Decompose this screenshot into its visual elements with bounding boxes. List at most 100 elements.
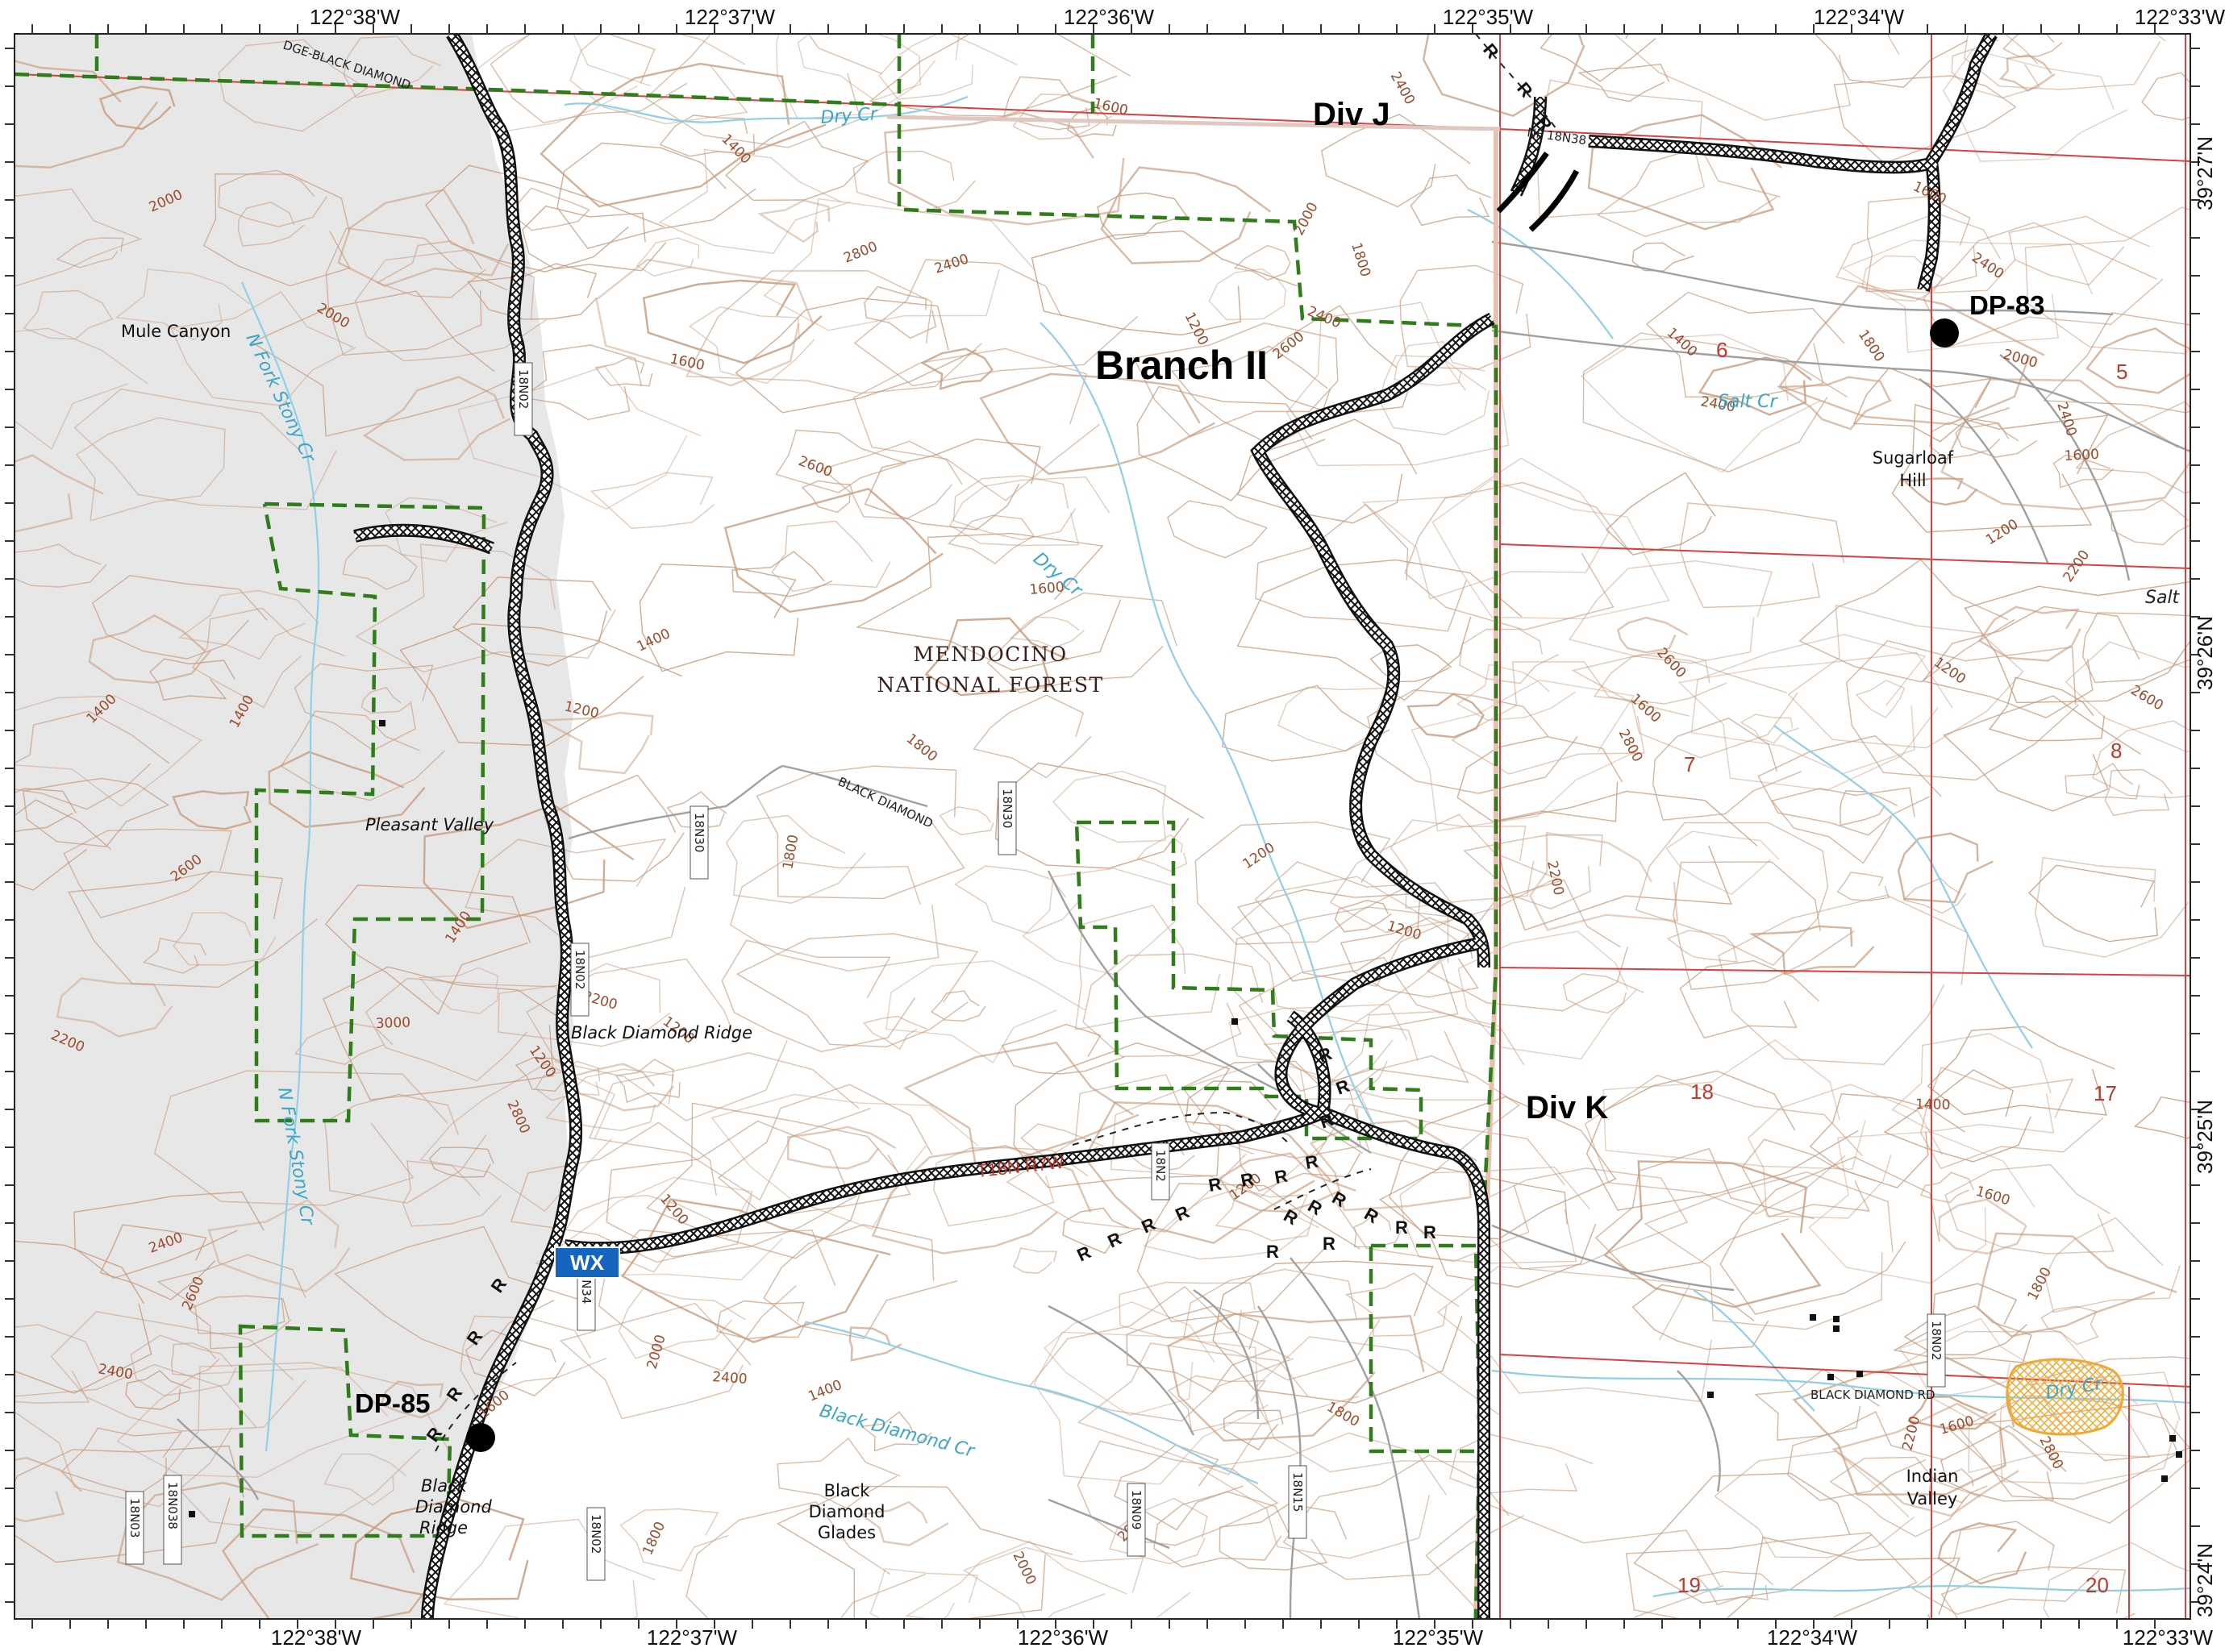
contour-line <box>1740 714 1799 744</box>
contour-line <box>490 34 688 124</box>
contour-line <box>1261 305 1417 415</box>
lon-label: 122°36'W <box>1018 1625 1109 1650</box>
svg-text:R: R <box>1304 1151 1320 1173</box>
structures <box>189 720 2182 1517</box>
lon-label: 122°37'W <box>647 1625 738 1650</box>
drop-point-83[interactable]: DP-83 <box>1930 290 2045 347</box>
contour-line <box>777 1485 1073 1619</box>
contour-line <box>1361 457 1610 600</box>
contour-line <box>325 227 508 356</box>
weather-station-marker[interactable]: WX <box>554 1246 620 1279</box>
division-label-k: Div K <box>1526 1090 1608 1126</box>
contour-line <box>2043 1542 2190 1619</box>
contour-line <box>1841 239 2093 353</box>
label-line: Hill <box>1899 471 1926 490</box>
contour-line <box>725 120 869 202</box>
contour-line <box>619 1508 729 1572</box>
contour-line <box>99 1224 216 1300</box>
place-label-black-diamond-ridge: Black Diamond Ridge <box>571 1023 752 1042</box>
contour-line <box>15 799 112 891</box>
contour-line <box>15 1240 152 1394</box>
wx-box[interactable] <box>554 1246 620 1279</box>
road-shield-label: 18N30 <box>692 813 706 852</box>
contour-line <box>864 285 937 339</box>
lat-label: 39°24'N <box>2193 1543 2217 1617</box>
contour-line <box>1033 1331 1269 1485</box>
lon-label: 122°38'W <box>310 5 401 29</box>
contour-line <box>606 1120 857 1258</box>
creek-label: Salt Cr <box>1718 392 1779 412</box>
svg-text:R: R <box>1240 1169 1256 1191</box>
contour-line <box>526 958 788 1121</box>
contour-line <box>178 589 319 660</box>
contour-line <box>15 543 107 588</box>
contour-line <box>905 1541 1127 1619</box>
contour-line <box>1136 834 1188 872</box>
contour-line <box>863 1015 928 1051</box>
contour-line <box>1679 502 1845 609</box>
contour-line <box>324 1093 487 1204</box>
contour-line <box>465 1330 566 1397</box>
contour-line <box>1580 334 1821 473</box>
contour-line <box>73 388 337 510</box>
contour-line <box>349 1497 529 1600</box>
contour-line <box>930 990 986 1022</box>
section-numbers: 6 5 7 8 18 17 19 20 <box>1677 338 2127 1597</box>
contour-line <box>2085 327 2190 394</box>
contour-line <box>1100 166 1272 264</box>
contour-line <box>1212 1260 1463 1404</box>
contour-line <box>2043 312 2190 414</box>
contour-line <box>1940 378 2190 510</box>
section-number: 17 <box>2094 1081 2117 1105</box>
contour-line <box>1944 1163 2115 1255</box>
lat-label: 39°25'N <box>2193 1100 2217 1174</box>
contour-line <box>1167 1313 1425 1442</box>
contour-line <box>1927 1026 2115 1116</box>
contour-line <box>1625 1532 1918 1619</box>
contour-line <box>1951 34 2040 99</box>
contour-line <box>1237 418 1418 524</box>
contour-label: 1400 <box>1915 1096 1951 1113</box>
road-shield-label: 18N038 <box>165 1482 180 1529</box>
contour-line <box>1603 1160 1822 1309</box>
div-j-line <box>886 114 1501 131</box>
contour-line <box>1585 1070 1859 1211</box>
contour-line <box>1999 1371 2181 1484</box>
contour-line <box>1902 877 1966 914</box>
contour-line <box>334 1225 581 1362</box>
contour-line <box>771 520 891 593</box>
contour-line <box>173 912 277 966</box>
contour-line <box>1540 34 1656 82</box>
contour-line <box>1451 661 1690 775</box>
contour-line <box>170 291 356 406</box>
contour-line <box>685 1500 927 1619</box>
contour-line <box>1109 1497 1208 1565</box>
contour-line <box>1114 1444 1244 1531</box>
contour-line <box>869 1567 979 1619</box>
contour-line <box>1255 503 1467 632</box>
svg-text:R: R <box>1395 1217 1408 1238</box>
label-line: MENDOCINO <box>913 643 1067 666</box>
contour-line <box>618 1288 746 1359</box>
contour-line <box>1808 1130 2035 1284</box>
drop-point-marker[interactable] <box>1930 318 1959 347</box>
drop-point-marker[interactable] <box>466 1423 495 1452</box>
contour-line <box>1236 559 1523 701</box>
contour-line <box>1922 605 2140 718</box>
contour-line <box>1110 1059 1382 1198</box>
map-neatline <box>14 33 2191 1620</box>
drop-point-85[interactable]: DP-85 <box>355 1388 495 1452</box>
contour-line <box>2075 401 2190 494</box>
contour-line <box>1883 1069 2031 1163</box>
contour-line <box>689 306 815 385</box>
contour-line <box>2052 454 2115 489</box>
contour-line <box>644 34 882 148</box>
contour-line <box>1494 790 1758 931</box>
contour-line <box>2035 856 2190 958</box>
place-label-black-diamond-ridge-south: Black Diamond Ridge <box>415 1476 492 1538</box>
contour-line <box>1236 888 1421 982</box>
contour-line <box>1635 822 1829 966</box>
road-shield-label: 18N02 <box>516 369 531 409</box>
contour-line <box>949 476 1110 547</box>
